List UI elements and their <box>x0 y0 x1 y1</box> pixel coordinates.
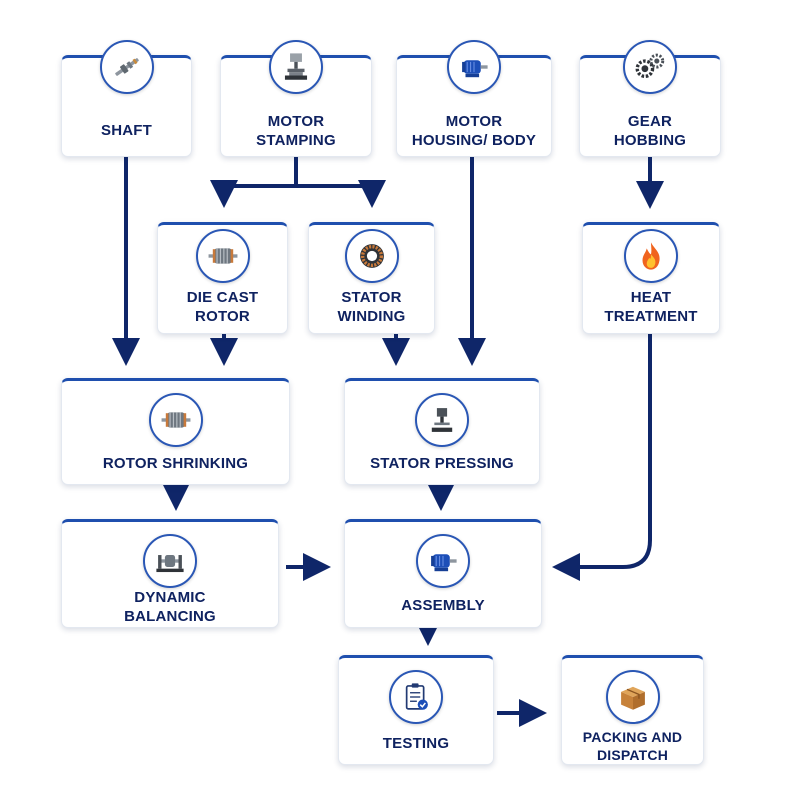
rotor-icon <box>195 229 250 283</box>
clipboard-check-icon <box>389 670 443 724</box>
node-label: ASSEMBLY <box>401 597 485 614</box>
node-testing: TESTING <box>338 655 494 765</box>
arrow-heat-to-assembly <box>552 334 652 581</box>
node-assembly: ASSEMBLY <box>344 519 542 628</box>
arrow-stamping-split <box>210 157 298 208</box>
shaft-icon <box>99 40 154 94</box>
flame-icon <box>624 229 678 283</box>
motor-icon <box>416 534 470 588</box>
node-label: TESTING <box>382 735 450 752</box>
node-rotor-shrinking: ROTOR SHRINKING <box>61 378 290 485</box>
gears-icon <box>623 40 677 94</box>
box-icon <box>605 670 660 724</box>
press-icon <box>415 393 469 447</box>
node-stator-pressing: STATOR PRESSING <box>344 378 540 485</box>
motor-icon <box>447 40 501 94</box>
node-label: STATOR PRESSING <box>370 455 514 472</box>
press-icon <box>269 40 323 94</box>
stator-coil-icon <box>344 229 399 283</box>
balancing-machine-icon <box>143 534 197 588</box>
arrow-stamping-to-winding <box>296 180 386 208</box>
node-label: ROTOR SHRINKING <box>102 455 249 472</box>
node-shaft: SHAFT <box>61 40 192 157</box>
rotor-icon <box>148 393 203 447</box>
node-label: SHAFT <box>101 122 152 139</box>
